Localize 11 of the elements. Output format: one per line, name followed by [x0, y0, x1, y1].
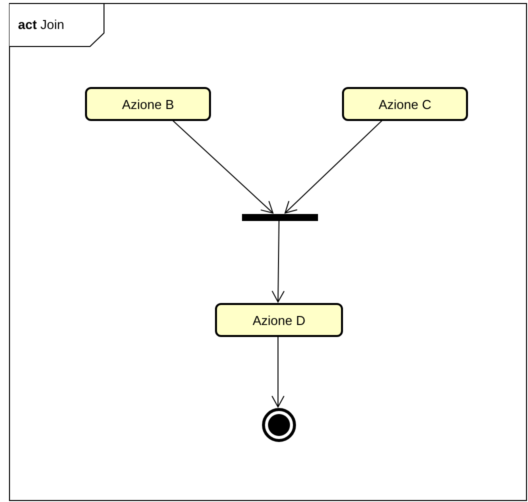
arrow [272, 220, 285, 302]
arrow [272, 336, 284, 408]
action-box: Azione C [342, 87, 468, 121]
frame-title: act Join [18, 17, 64, 32]
frame-box [9, 3, 527, 501]
arrow [172, 120, 274, 214]
action-box: Azione D [215, 303, 343, 337]
final-node [262, 408, 296, 442]
arrow [284, 120, 384, 214]
join-bar [242, 214, 318, 221]
action-box: Azione B [85, 87, 211, 121]
